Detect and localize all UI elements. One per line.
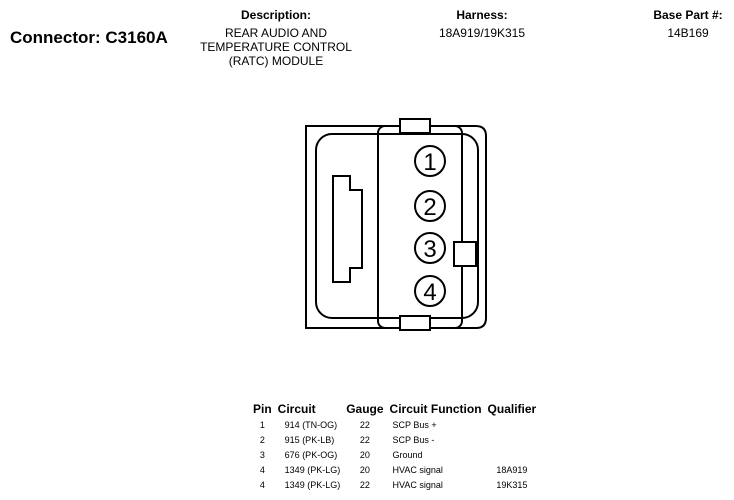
cell-qualifier — [485, 447, 540, 462]
cell-gauge: 22 — [359, 479, 370, 490]
pin-2-label: 2 — [423, 194, 436, 221]
col-header-pin: Pin — [253, 402, 272, 416]
cell-circuit: 915 (PK-LB) — [284, 434, 335, 445]
pin-1-terminal: 1 — [414, 145, 446, 177]
cell-gauge: 22 — [359, 419, 370, 430]
col-header-qualifier: Qualifier — [487, 402, 537, 416]
description-value: REAR AUDIO AND TEMPERATURE CONTROL (RATC… — [186, 26, 366, 68]
table-row: 4 1349 (PK-LG) 22 HVAC signal 19K315 — [250, 477, 539, 492]
connector-title: Connector: C3160A — [10, 28, 168, 48]
description-line: (RATC) MODULE — [228, 54, 324, 68]
col-header-gauge: Gauge — [346, 402, 384, 416]
pin-3-label: 3 — [423, 236, 436, 263]
cell-pin: 1 — [259, 419, 265, 430]
cell-circuit: 1349 (PK-LG) — [284, 464, 341, 475]
cell-qualifier — [485, 417, 540, 432]
cell-qualifier: 18A919 — [496, 464, 528, 475]
cell-function: HVAC signal — [392, 464, 443, 475]
pin-3-terminal: 3 — [414, 232, 446, 264]
connector-label: Connector: — [10, 28, 101, 47]
cell-circuit: 914 (TN-OG) — [284, 419, 338, 430]
pin-2-terminal: 2 — [414, 190, 446, 222]
cell-circuit: 676 (PK-OG) — [284, 449, 338, 460]
cell-function: SCP Bus + — [392, 419, 437, 430]
col-header-circuit: Circuit — [277, 402, 316, 416]
cell-function: HVAC signal — [392, 479, 443, 490]
table-row: 3 676 (PK-OG) 20 Ground — [250, 447, 539, 462]
cell-pin: 2 — [259, 434, 265, 445]
cell-function: SCP Bus - — [392, 434, 435, 445]
base-part-header: Base Part #: — [653, 8, 723, 22]
cell-pin: 4 — [259, 464, 265, 475]
connector-inner-housing — [315, 133, 479, 319]
cell-pin: 3 — [259, 449, 265, 460]
cell-function: Ground — [392, 449, 423, 460]
table-row: 4 1349 (PK-LG) 20 HVAC signal 18A919 — [250, 462, 539, 477]
table-row: 2 915 (PK-LB) 22 SCP Bus - — [250, 432, 539, 447]
connector-side-key — [453, 241, 477, 267]
connector-top-key — [399, 118, 431, 134]
cell-circuit: 1349 (PK-LG) — [284, 479, 341, 490]
cell-gauge: 20 — [359, 449, 370, 460]
pin-table-header-row: Pin Circuit Gauge Circuit Function Quali… — [250, 401, 539, 417]
table-row: 1 914 (TN-OG) 22 SCP Bus + — [250, 417, 539, 432]
cell-gauge: 20 — [359, 464, 370, 475]
cell-pin: 4 — [259, 479, 265, 490]
harness-header: Harness: — [456, 8, 508, 22]
description-header: Description: — [240, 8, 311, 22]
base-part-value: 14B169 — [667, 26, 709, 40]
connector-latch — [332, 175, 363, 283]
pin-4-label: 4 — [423, 279, 436, 306]
col-header-circuit-function: Circuit Function — [389, 402, 482, 416]
connector-outer-housing — [305, 125, 487, 329]
description-line: REAR AUDIO AND — [224, 26, 328, 40]
pin-1-label: 1 — [423, 149, 436, 176]
connector-face-diagram: 1 2 3 4 — [305, 118, 487, 331]
cell-qualifier: 19K315 — [496, 479, 528, 490]
cell-gauge: 22 — [359, 434, 370, 445]
pin-table: Pin Circuit Gauge Circuit Function Quali… — [250, 401, 539, 492]
description-line: TEMPERATURE CONTROL — [200, 40, 352, 54]
harness-value: 18A919/19K315 — [438, 26, 526, 40]
pin-4-terminal: 4 — [414, 275, 446, 307]
connector-bottom-key — [399, 315, 431, 331]
connector-id: C3160A — [105, 28, 168, 47]
cell-qualifier — [485, 432, 540, 447]
